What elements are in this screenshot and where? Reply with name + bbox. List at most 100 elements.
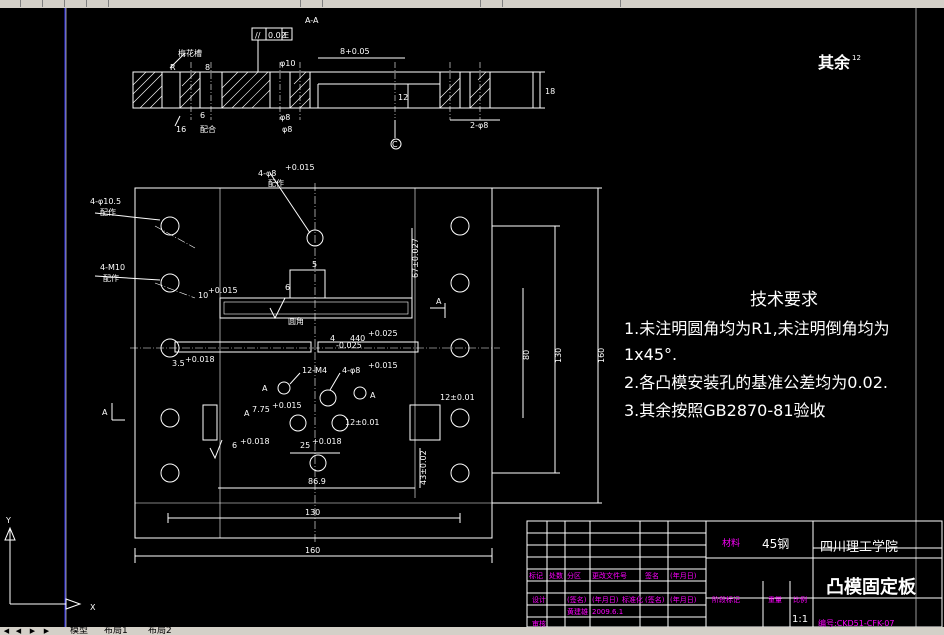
dim-phi8-b: φ8 (282, 125, 292, 134)
tb-row1-4: 签名 (645, 571, 659, 580)
tb-scale-value: 1:1 (792, 614, 808, 625)
dim-12-m4: 12-M4 (302, 366, 327, 375)
dim-16: 16 (176, 125, 186, 134)
roughness-note: 其余 (818, 53, 851, 72)
drawing-canvas[interactable]: A-A // 0.02 E 梅花槽 R 8 φ10 8+0.05 12 18 2… (0, 8, 944, 627)
dim-6-bottom: 6 (232, 441, 237, 450)
flatness-datum: E (284, 31, 289, 40)
roughness-value: 12 (852, 54, 861, 62)
hole-4-m10: 4-M10 (100, 263, 125, 272)
label-a-3: A (370, 391, 376, 400)
toolbar-button[interactable] (88, 0, 109, 7)
tab-layout1[interactable]: 布局1 (104, 627, 128, 635)
flatness-symbol: // (255, 31, 261, 40)
hole-4-m10-note: 配作 (103, 273, 119, 283)
dim-6: 6 (200, 111, 205, 120)
flatness-value: 0.02 (268, 31, 286, 40)
tech-req-item-2: 2.各凸模安装孔的基准公差均为0.02. (624, 373, 888, 392)
dim-10: 10 (198, 291, 208, 300)
dim-7-75-tol: +0.015 (272, 401, 302, 410)
corner-label: 圆角 (288, 316, 304, 326)
tb-scale-label: 比例 (793, 595, 807, 604)
toolbar (0, 0, 944, 8)
dim-43: 43±0.02 (419, 450, 428, 485)
tb-row2-2: (年月日) (592, 595, 619, 604)
tb-row1-1: 处数 (549, 571, 563, 580)
label-a-2: A (244, 409, 250, 418)
hole-4-phi8: 4-φ8 (258, 169, 276, 178)
dim-4: 4 (330, 334, 335, 343)
tb-design-date: 2009.6.1 (592, 608, 623, 616)
dim-12: 12 (398, 93, 408, 102)
dim-86-9: 86.9 (308, 477, 326, 486)
tb-drawing-no: 编号:CKD51-CFK-07 (818, 618, 894, 627)
dim-3-5-tol: +0.018 (185, 355, 215, 364)
ucs-icon (4, 526, 82, 610)
tb-row1-2: 分区 (567, 571, 581, 580)
tb-row2-0: 设计 (532, 595, 546, 604)
label-a-1: A (262, 384, 268, 393)
tab-model[interactable]: 模型 (70, 627, 89, 635)
tb-row1-0: 标记 (529, 571, 543, 580)
tab-nav-last[interactable]: ▶ (43, 627, 50, 635)
dim-3-5: 3.5 (172, 359, 185, 368)
tab-nav-prev[interactable]: ◀ (15, 627, 22, 635)
dim-160-v: 160 (597, 348, 606, 363)
dim-6: 6 (285, 283, 290, 292)
tech-req-title: 技术要求 (750, 290, 818, 310)
toolbar-button[interactable] (302, 0, 323, 7)
tab-layout2[interactable]: 布局2 (148, 627, 172, 635)
tb-stage-label: 阶段标记 (712, 595, 740, 604)
cad-drawing[interactable]: A-A // 0.02 E 梅花槽 R 8 φ10 8+0.05 12 18 2… (0, 8, 944, 627)
hole-4-phi8-b-tol: +0.015 (368, 361, 398, 370)
dim-67: 67±0.027 (411, 238, 420, 278)
tab-nav-next[interactable]: ▶ (29, 627, 36, 635)
hole-4-phi8-tol: +0.015 (285, 163, 315, 172)
dim-phi8: φ8 (280, 113, 290, 122)
dim-2-phi8: 2-φ8 (470, 121, 488, 130)
dim-440-tol: +0.025 (368, 329, 398, 338)
tech-req-item-1b: 1x45°. (624, 345, 677, 364)
dim-18: 18 (545, 87, 555, 96)
dim-r: R (170, 63, 176, 72)
ucs-y-label: Y (5, 516, 11, 525)
dim-130-v: 130 (554, 348, 563, 363)
dim-8-tol: 8+0.05 (340, 47, 370, 56)
layout-tabs: ◀ ◀ ▶ ▶ 模型 布局1 布局2 (0, 627, 944, 635)
hole-4-phi10-5: 4-φ10.5 (90, 197, 121, 206)
toolbar-button[interactable] (22, 0, 43, 7)
tb-row2-4: (签名) (645, 595, 665, 604)
tb-weight-label: 重量 (768, 596, 782, 604)
section-a-left: A (102, 408, 108, 417)
tb-row1-3: 更改文件号 (592, 571, 627, 580)
toolbar-button[interactable] (280, 0, 301, 7)
tab-nav-first[interactable]: ◀ (3, 627, 10, 635)
dim-440: 440 (350, 334, 365, 343)
dim-440-tol2: -0.025 (336, 341, 362, 350)
hole-4-phi8-note: 配作 (268, 178, 284, 188)
toolbar-button[interactable] (44, 0, 65, 7)
dim-12-side: 12 (345, 418, 355, 427)
toolbar-button[interactable] (482, 0, 503, 7)
tb-material-label: 材料 (722, 537, 740, 549)
groove-note: 梅花槽 (178, 48, 202, 58)
dim-10-tol: +0.015 (208, 286, 238, 295)
tb-row2-3: 标准化 (622, 595, 643, 604)
toolbar-button[interactable] (0, 0, 21, 7)
toolbar-button[interactable] (460, 0, 481, 7)
dim-12-side-tol: ±0.01 (355, 418, 380, 427)
dim-160-h: 160 (305, 546, 320, 555)
dim-25-tol: +0.018 (312, 437, 342, 446)
tb-designer: 黄建雄 (567, 607, 588, 616)
toolbar-button[interactable] (66, 0, 87, 7)
dim-rib-note: 配合 (200, 124, 216, 134)
tb-part-name: 凸模固定板 (826, 576, 917, 598)
dim-25: 25 (300, 441, 310, 450)
dim-8: 8 (205, 63, 210, 72)
datum-c: C (392, 140, 398, 149)
ucs-x-label: X (90, 603, 96, 612)
dim-80: 80 (522, 350, 531, 360)
toolbar-button[interactable] (600, 0, 621, 7)
dim-5: 5 (312, 260, 317, 269)
section-a-right: A (436, 297, 442, 306)
